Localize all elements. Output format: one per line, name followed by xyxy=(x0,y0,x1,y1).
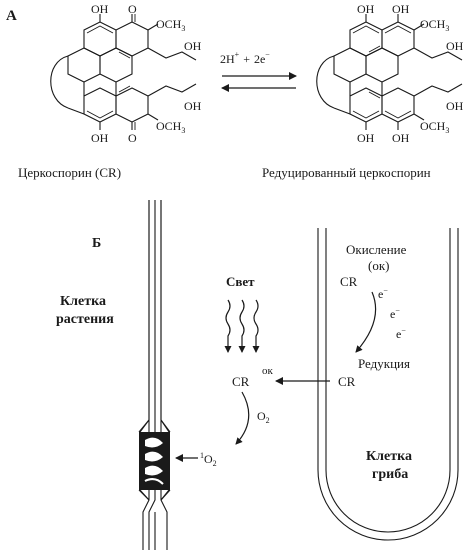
oh-label: OH xyxy=(91,2,109,16)
fungal-cell-label-line2: гриба xyxy=(372,467,408,482)
och3-label: OCH3 xyxy=(420,17,449,33)
plant-cell-wall xyxy=(138,200,171,550)
oxygen-label: O2 xyxy=(257,409,270,425)
fungal-cell-label: Клетка xyxy=(366,449,412,464)
reduced-cercosporin-caption: Редуцированный церкоспорин xyxy=(262,165,431,180)
cercosporin-caption: Церкоспорин (CR) xyxy=(18,165,121,180)
och3-label: OCH3 xyxy=(156,119,185,135)
cr-ok-label: CR xyxy=(232,374,250,389)
oh-label: OH xyxy=(357,131,375,145)
panel-b-label: Б xyxy=(92,236,101,251)
electron-label: e− xyxy=(378,286,388,301)
fungal-cell-wall xyxy=(317,228,459,541)
side-chain-oh-label: OH xyxy=(446,39,464,53)
side-chain-oh-label: OH xyxy=(184,39,202,53)
oh-label: OH xyxy=(392,2,410,16)
oxidation-label: Окисление xyxy=(346,242,407,257)
light-label: Свет xyxy=(226,274,255,289)
oh-label: OH xyxy=(91,131,109,145)
och3-label: OCH3 xyxy=(156,17,185,33)
side-chain-oh-label: OH xyxy=(184,99,202,113)
light-rays xyxy=(224,299,260,353)
oxidation-ok-label: (ок) xyxy=(368,258,389,273)
carbonyl-o-label: O xyxy=(128,131,137,145)
reduction-arrow xyxy=(355,291,377,353)
cercosporin-structure: OH O OCH3 OH OH O OCH3 OH xyxy=(50,2,202,145)
reduction-label: Редукция xyxy=(358,356,410,371)
electron-label: e− xyxy=(390,306,400,321)
cr-ok-superscript: ок xyxy=(262,365,274,377)
reduced-cercosporin-structure: OH OH OCH3 OH OH OH OCH3 OH xyxy=(316,2,464,145)
plant-cell-label: Клетка xyxy=(60,294,106,309)
cr-reduced-label: CR xyxy=(338,374,356,389)
redox-equilibrium: 2H++2e− xyxy=(220,50,297,92)
oh-label: OH xyxy=(392,131,410,145)
oxygen-arrow xyxy=(235,391,250,445)
electron-label: e− xyxy=(396,326,406,341)
panel-a-label: А xyxy=(6,8,17,24)
och3-label: OCH3 xyxy=(420,119,449,135)
cr-oxidized-label: CR xyxy=(340,274,358,289)
carbonyl-o-label: O xyxy=(128,2,137,16)
singlet-oxygen-label: 1O2 xyxy=(200,451,217,468)
protons-label: 2H++2e− xyxy=(220,50,270,66)
side-chain-oh-label: OH xyxy=(446,99,464,113)
plant-cell-label-line2: растения xyxy=(56,312,114,327)
oh-label: OH xyxy=(357,2,375,16)
